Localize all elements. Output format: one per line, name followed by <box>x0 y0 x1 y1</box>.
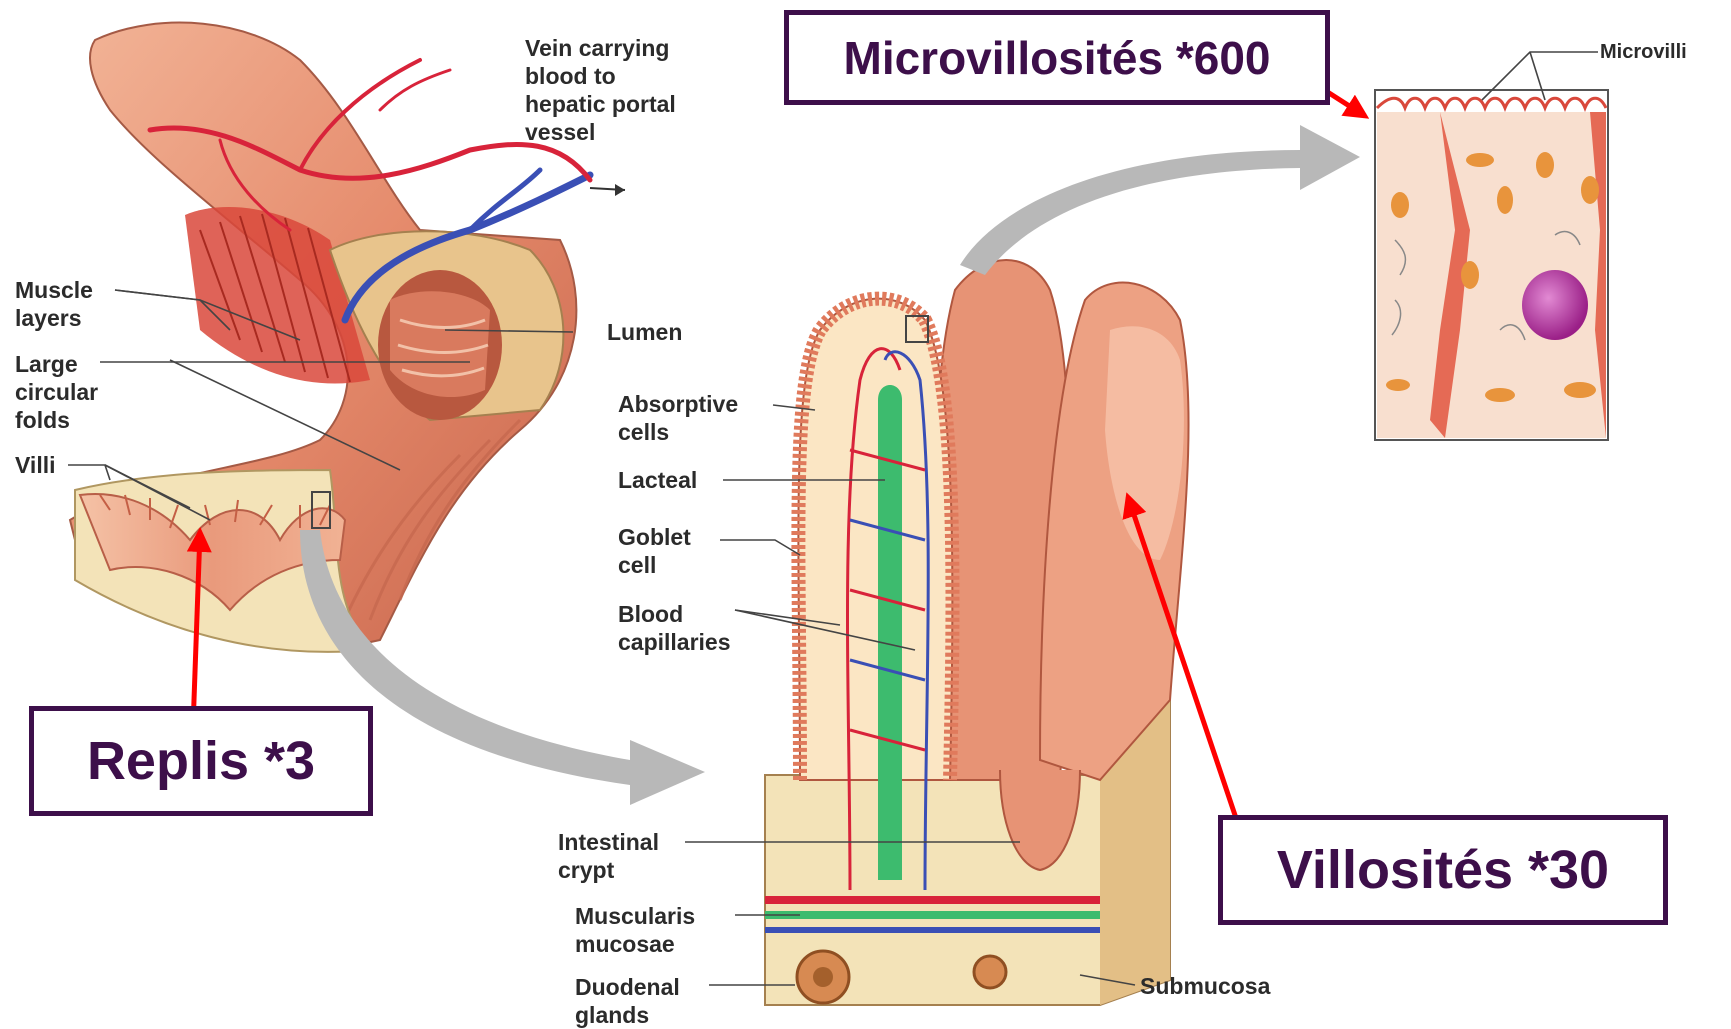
callout-villosites: Villosités *30 <box>1218 815 1668 925</box>
label-lumen: Lumen <box>607 318 682 346</box>
label-microvilli: Microvilli <box>1600 38 1687 66</box>
label-blood-capillaries: Blood capillaries <box>618 600 731 656</box>
label-submucosa: Submucosa <box>1140 972 1270 1000</box>
nucleus <box>1522 270 1588 340</box>
label-vein: Vein carrying blood to hepatic portal ve… <box>525 34 676 146</box>
label-muscularis-mucosae: Muscularis mucosae <box>575 902 695 958</box>
absorptive-cell-inset <box>1375 90 1608 440</box>
villus-block <box>765 260 1189 1005</box>
callout-replis: Replis *3 <box>29 706 373 816</box>
label-muscle-layers: Muscle layers <box>15 276 93 332</box>
label-villi: Villi <box>15 451 56 479</box>
callout-microvillosites: Microvillosités *600 <box>784 10 1330 105</box>
label-large-circular-folds: Large circular folds <box>15 350 98 434</box>
label-duodenal-glands: Duodenal glands <box>575 973 680 1029</box>
label-absorptive-cells: Absorptive cells <box>618 390 738 446</box>
label-intestinal-crypt: Intestinal crypt <box>558 828 659 884</box>
label-goblet-cell: Goblet cell <box>618 523 691 579</box>
label-lacteal: Lacteal <box>618 466 697 494</box>
